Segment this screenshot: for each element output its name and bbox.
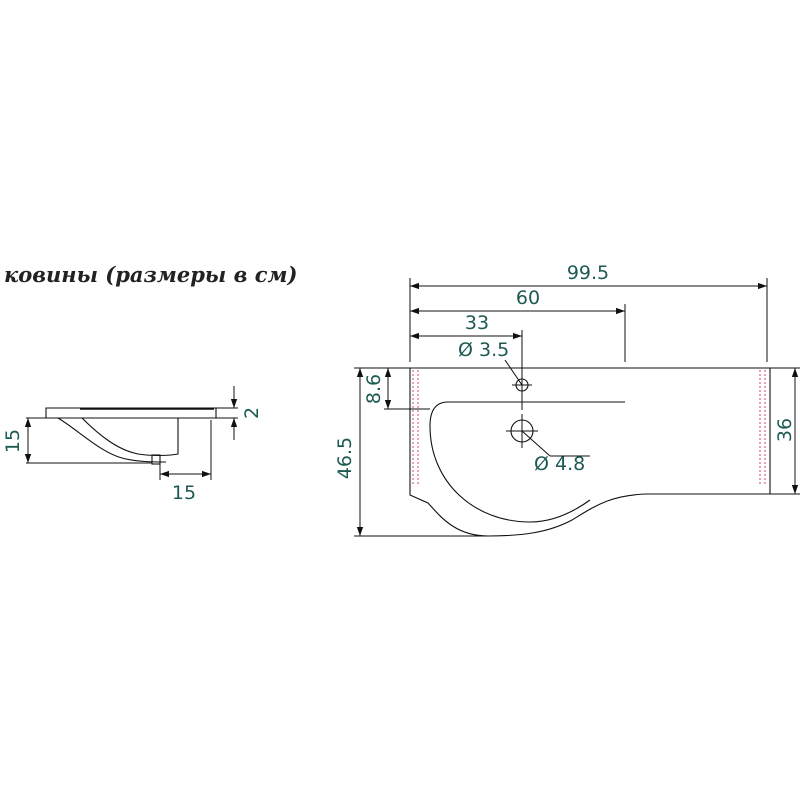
side-bowl-inner: [81, 417, 179, 457]
hole-small-label: Ø 3.5: [458, 339, 509, 361]
hole-large-label: Ø 4.8: [534, 453, 585, 475]
side-thickness-label: 2: [241, 407, 263, 419]
top-bowl-rim: [429, 401, 625, 523]
dim-46-5-label: 46.5: [334, 437, 356, 479]
large-hole-leader: [521, 430, 551, 457]
top-outline: [409, 367, 771, 537]
side-height-label: 15: [2, 429, 24, 453]
dim-99-5-label: 99.5: [567, 262, 609, 284]
dim-8-6-label: 8.6: [363, 374, 385, 404]
diagram-title: ковины (размеры в см): [4, 262, 298, 287]
side-drain: [151, 454, 161, 465]
side-depth-label: 15: [172, 482, 196, 504]
side-view: 15 2 15: [2, 386, 263, 504]
dim-60-label: 60: [516, 287, 540, 309]
dim-36-label: 36: [774, 418, 796, 442]
top-view: 99.5 60 33 Ø 3.5 Ø 4.8 46.5 8.6 36: [334, 262, 800, 537]
dim-33-label: 33: [465, 312, 489, 334]
small-hole-leader: [504, 359, 523, 386]
side-bowl-profile: [57, 417, 167, 463]
